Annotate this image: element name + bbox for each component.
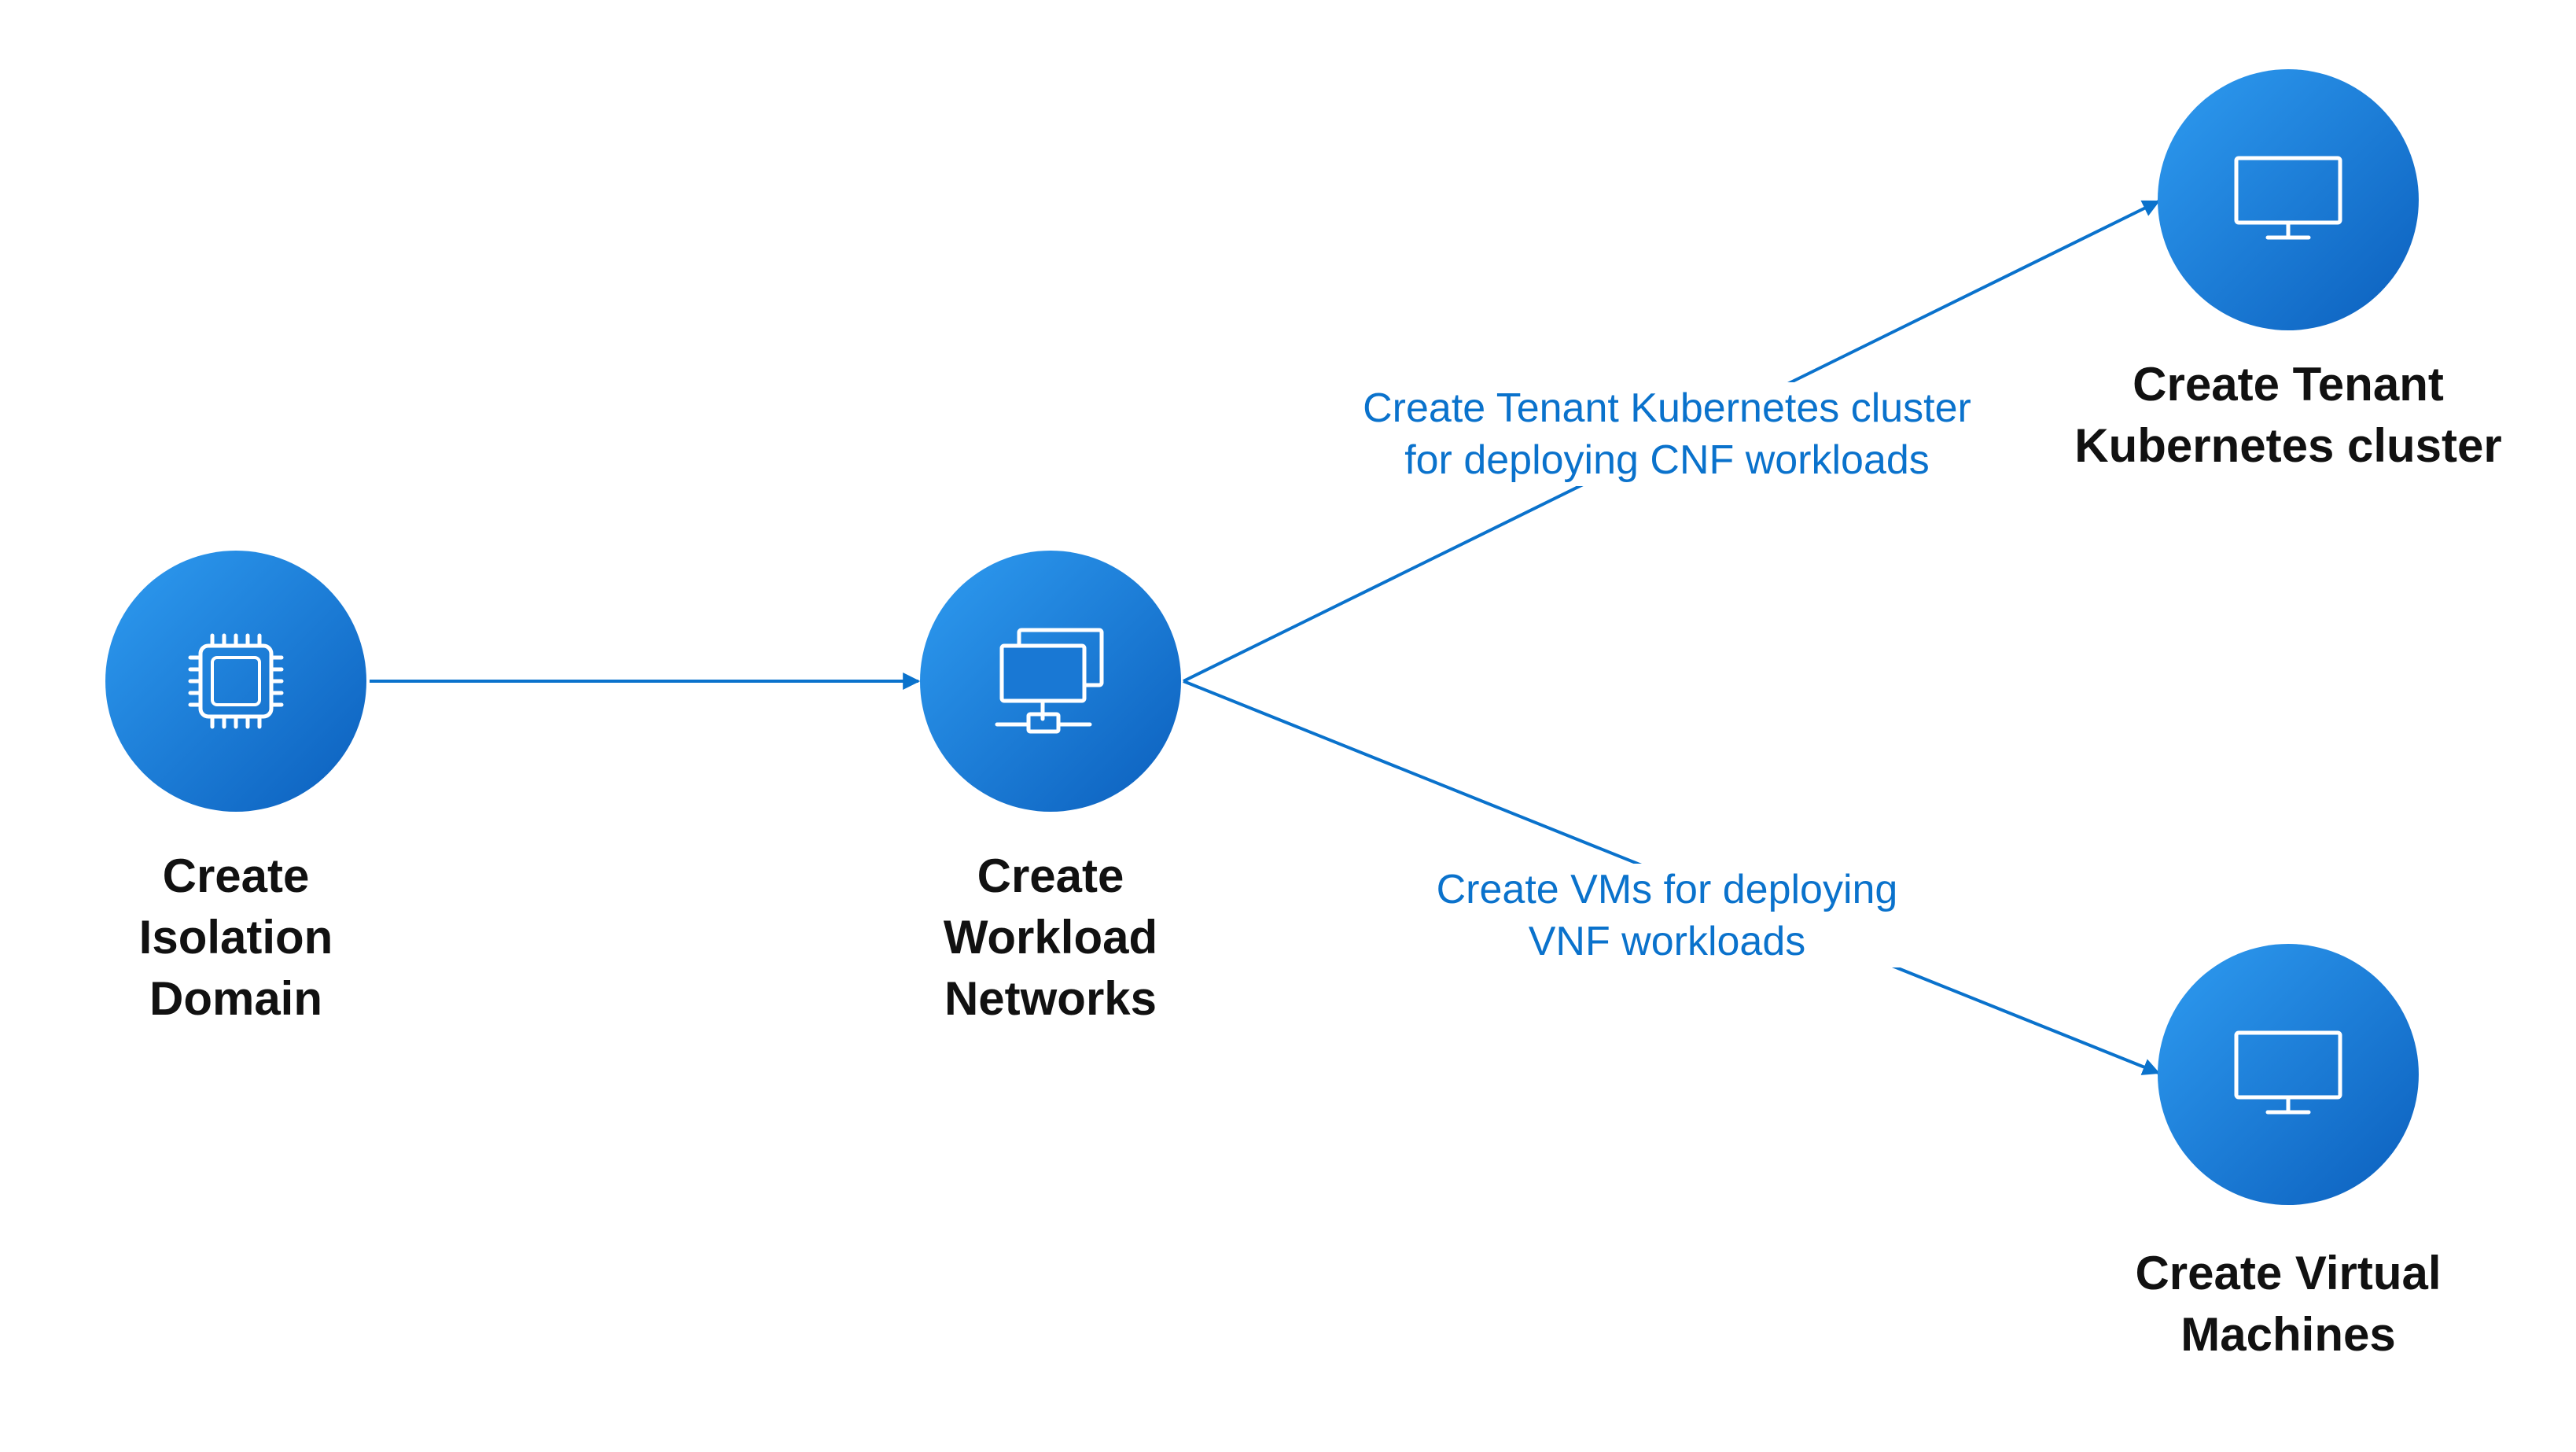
workload-network-icon <box>995 628 1104 734</box>
monitor-icon <box>2234 1030 2342 1115</box>
edge-label-line: for deploying CNF workloads <box>1404 437 1930 483</box>
edge-label-line: Create Tenant Kubernetes cluster <box>1363 385 1971 431</box>
node-label-isolation-domain: Create Isolation Domain <box>79 846 393 1030</box>
node-label-line: Create <box>162 849 310 902</box>
node-virtual-machines <box>2158 944 2419 1205</box>
node-workload-networks <box>920 551 1181 812</box>
node-label-tenant-kubernetes: Create Tenant Kubernetes cluster <box>2013 354 2563 477</box>
edge-label-line: Create VMs for deploying <box>1436 867 1898 912</box>
node-label-line: Networks <box>944 972 1157 1025</box>
node-label-line: Workload <box>943 911 1158 964</box>
processor-chip-icon <box>188 633 284 729</box>
node-label-line: Create Tenant <box>2133 358 2444 411</box>
edge-label-tenant-kubernetes: Create Tenant Kubernetes cluster for dep… <box>1321 382 2013 486</box>
edge-label-virtual-machines: Create VMs for deploying VNF workloads <box>1392 864 1942 967</box>
monitor-icon <box>2234 156 2342 240</box>
node-label-line: Create Virtual <box>2135 1247 2442 1299</box>
node-label-virtual-machines: Create Virtual Machines <box>2013 1243 2563 1365</box>
node-label-line: Create <box>977 849 1124 902</box>
node-label-line: Domain <box>149 972 323 1025</box>
node-label-line: Machines <box>2180 1308 2396 1361</box>
node-label-line: Isolation <box>138 911 333 964</box>
node-tenant-kubernetes <box>2158 69 2419 330</box>
edge-label-line: VNF workloads <box>1528 919 1806 964</box>
node-isolation-domain <box>105 551 366 812</box>
node-label-line: Kubernetes cluster <box>2074 419 2502 472</box>
node-label-workload-networks: Create Workload Networks <box>893 846 1208 1030</box>
